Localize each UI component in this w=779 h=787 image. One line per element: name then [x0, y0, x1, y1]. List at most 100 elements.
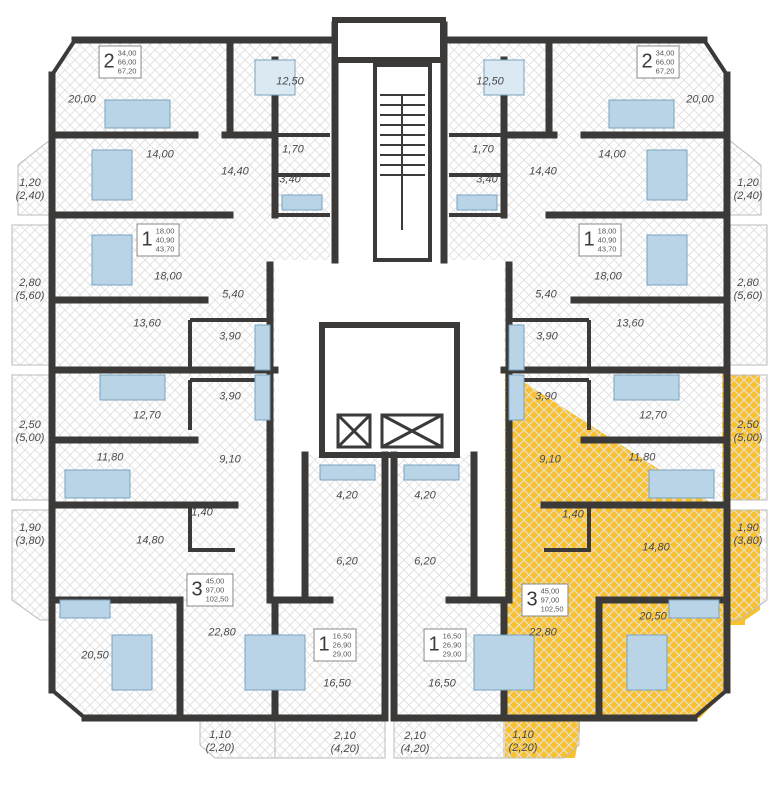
room-area-label: 14,40: [221, 165, 249, 178]
room-area-label: 1,70: [472, 143, 494, 156]
balcony-area-label: 1,10(2,20): [509, 729, 538, 755]
balcony-area: 1,10: [209, 729, 231, 741]
balcony-area-label: 2,80(5,60): [16, 277, 45, 303]
room-area-label: 9,10: [539, 453, 561, 466]
room-area-label: 14,00: [598, 148, 626, 161]
apartment-area-living: 45,00: [540, 586, 560, 596]
room-area-label: 20,50: [639, 610, 667, 623]
apartment-area-total: 97,00: [540, 595, 560, 605]
balcony-area: 2,80: [19, 277, 41, 289]
room-area-label: 5,40: [222, 288, 244, 301]
room-area-label: 14,00: [146, 148, 174, 161]
room-area-label: 4,20: [414, 489, 436, 502]
apartment-area-living: 16,50: [442, 631, 462, 641]
room-area-label: 13,60: [133, 317, 161, 330]
balcony-full-area: (2,20): [508, 742, 538, 754]
apartment-area-total-with-balcony: 43,70: [597, 244, 617, 254]
apartment-room-count: 3: [191, 578, 203, 601]
apartment-area-total-with-balcony: 29,00: [442, 649, 462, 659]
balcony-area-label: 1,90(3,80): [16, 522, 45, 548]
balcony-full-area: (5,60): [15, 290, 45, 302]
room-area-label: 14,40: [529, 165, 557, 178]
room-area-label: 3,90: [219, 390, 241, 403]
apartment-area-total: 66,00: [655, 57, 675, 67]
balcony-full-area: (5,60): [733, 290, 763, 302]
balcony-area: 1,20: [19, 177, 41, 189]
room-area-label: 16,50: [323, 677, 351, 690]
apartment-room-count: 2: [103, 50, 115, 73]
apartment-area-total: 40,90: [597, 235, 617, 245]
apartment-area-total: 66,00: [117, 57, 137, 67]
room-area-label: 14,80: [642, 541, 670, 554]
apartment-area-total-with-balcony: 67,20: [655, 66, 675, 76]
apartment-area-living: 45,00: [205, 576, 225, 586]
room-area-label: 3,40: [476, 173, 498, 186]
room-area-label: 12,70: [639, 409, 667, 422]
room-area-label: 1,70: [282, 143, 304, 156]
apartment-area-total-with-balcony: 102,50: [540, 604, 564, 614]
balcony-full-area: (3,80): [15, 535, 45, 547]
balcony-full-area: (2,40): [15, 190, 45, 202]
balcony-area: 1,10: [512, 729, 534, 741]
apartment-area-living: 18,00: [597, 226, 617, 236]
room-area-label: 11,80: [628, 451, 656, 464]
apartment-area-living: 16,50: [332, 631, 352, 641]
balcony-full-area: (2,40): [733, 190, 763, 202]
apartment-room-count: 1: [141, 228, 153, 251]
balcony-area: 2,10: [334, 730, 356, 742]
apartment-area-living: 18,00: [155, 226, 175, 236]
balcony-full-area: (4,20): [330, 743, 360, 755]
room-area-label: 18,00: [154, 270, 182, 283]
balcony-full-area: (2,20): [205, 742, 235, 754]
room-area-label: 14,80: [136, 534, 164, 547]
balcony-area: 1,90: [737, 522, 759, 534]
apartment-room-count: 1: [318, 633, 330, 656]
apartment-area-total-with-balcony: 102,50: [205, 594, 229, 604]
room-area-label: 3,90: [535, 390, 557, 403]
room-area-label: 6,20: [336, 555, 358, 568]
apartment-area-total-with-balcony: 67,20: [117, 66, 137, 76]
balcony-area: 2,80: [737, 277, 759, 289]
balcony-area-label: 2,50(5,00): [16, 419, 45, 445]
room-area-label: 3,40: [279, 173, 301, 186]
balcony-area-label: 1,20(2,40): [734, 177, 763, 203]
room-area-label: 22,80: [529, 626, 557, 639]
room-area-label: 13,60: [616, 317, 644, 330]
room-area-label: 3,90: [219, 330, 241, 343]
balcony-full-area: (5,00): [15, 432, 45, 444]
apartment-room-count: 3: [526, 588, 538, 611]
apartment-area-living: 34,00: [655, 48, 675, 58]
room-area-label: 6,20: [414, 555, 436, 568]
balcony-area-label: 2,80(5,60): [734, 277, 763, 303]
room-area-label: 9,10: [219, 453, 241, 466]
room-area-label: 1,40: [562, 508, 584, 521]
balcony-area-label: 1,20(2,40): [16, 177, 45, 203]
apartment-area-total: 97,00: [205, 585, 225, 595]
building-core: [319, 17, 460, 458]
room-area-label: 20,50: [81, 649, 109, 662]
elevator-1: [336, 413, 372, 449]
apartment-area-total: 26,90: [442, 640, 462, 650]
room-area-label: 12,50: [476, 75, 504, 88]
room-area-label: 12,50: [276, 75, 304, 88]
room-area-label: 11,80: [96, 451, 124, 464]
room-area-label: 16,50: [428, 677, 456, 690]
elevator-2: [380, 413, 444, 449]
